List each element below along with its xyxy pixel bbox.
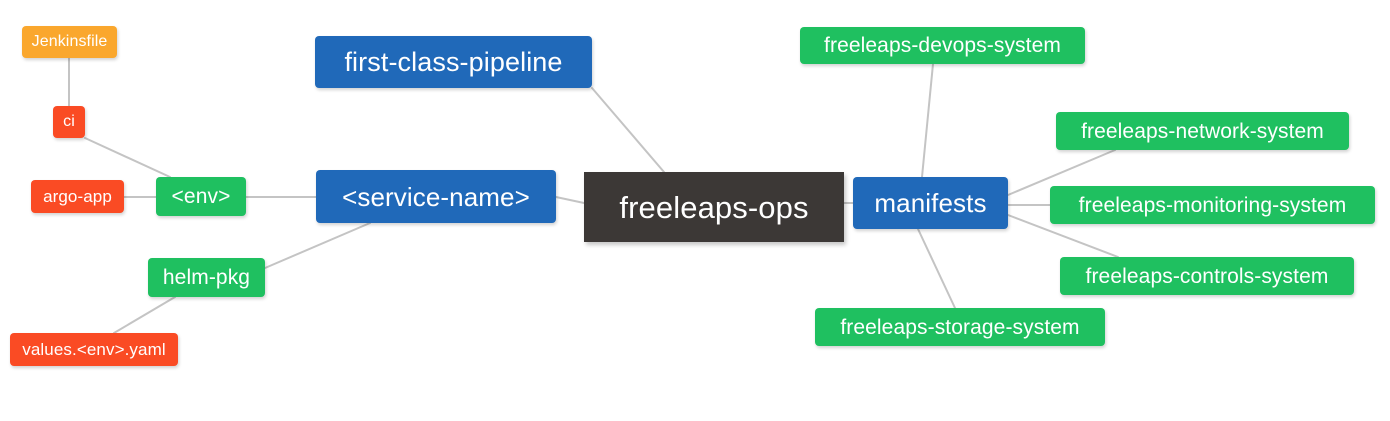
- mindmap-node-label: freeleaps-controls-system: [1085, 264, 1329, 288]
- mindmap-node-label: freeleaps-ops: [619, 189, 809, 225]
- mindmap-node-label: freeleaps-monitoring-system: [1078, 193, 1347, 217]
- mindmap-edge-helm-pkg-to-service-name: [264, 222, 371, 269]
- mindmap-node-service-name[interactable]: <service-name>: [316, 170, 556, 223]
- mindmap-node-label: helm-pkg: [162, 266, 251, 289]
- mindmap-node-label: manifests: [874, 188, 987, 218]
- mindmap-node-freeleaps-monitoring-system[interactable]: freeleaps-monitoring-system: [1050, 186, 1375, 224]
- mindmap-node-ci[interactable]: ci: [53, 106, 85, 138]
- mindmap-node-first-class-pipeline[interactable]: first-class-pipeline: [315, 36, 592, 88]
- mindmap-node-label: ci: [63, 113, 75, 130]
- mindmap-node-values-env-yaml[interactable]: values.<env>.yaml: [10, 333, 178, 366]
- mindmap-node-freeleaps-network-system[interactable]: freeleaps-network-system: [1056, 112, 1349, 150]
- mindmap-node-label: <env>: [171, 185, 231, 208]
- mindmap-edge-ci-to-env: [84, 137, 171, 178]
- mindmap-node-manifests[interactable]: manifests: [853, 177, 1008, 229]
- mindmap-node-freeleaps-controls-system[interactable]: freeleaps-controls-system: [1060, 257, 1354, 295]
- mindmap-node-label: freeleaps-devops-system: [824, 34, 1061, 57]
- mindmap-edge-first-class-pipeline-to-freeleaps-ops: [591, 87, 665, 173]
- mindmap-edge-manifests-to-freeleaps-storage-system: [917, 228, 956, 309]
- mindmap-edge-manifests-to-freeleaps-devops-system: [921, 63, 934, 178]
- mindmap-node-label: freeleaps-storage-system: [840, 315, 1080, 339]
- mindmap-node-helm-pkg[interactable]: helm-pkg: [148, 258, 265, 297]
- mindmap-node-label: <service-name>: [342, 181, 530, 212]
- mindmap-node-freeleaps-devops-system[interactable]: freeleaps-devops-system: [800, 27, 1085, 64]
- mindmap-node-label: argo-app: [43, 187, 112, 206]
- mindmap-node-label: freeleaps-network-system: [1081, 119, 1324, 143]
- mindmap-node-argo-app[interactable]: argo-app: [31, 180, 124, 213]
- mindmap-edge-values-env-yaml-to-helm-pkg: [113, 296, 176, 334]
- mindmap-node-label: values.<env>.yaml: [22, 340, 166, 359]
- mindmap-node-freeleaps-ops[interactable]: freeleaps-ops: [584, 172, 844, 242]
- mindmap-node-label: Jenkinsfile: [31, 33, 108, 50]
- mindmap-edge-service-name-to-freeleaps-ops: [555, 196, 585, 204]
- mindmap-node-jenkinsfile[interactable]: Jenkinsfile: [22, 26, 117, 58]
- mindmap-node-freeleaps-storage-system[interactable]: freeleaps-storage-system: [815, 308, 1105, 346]
- mindmap-node-label: first-class-pipeline: [344, 46, 563, 77]
- mindmap-node-env[interactable]: <env>: [156, 177, 246, 216]
